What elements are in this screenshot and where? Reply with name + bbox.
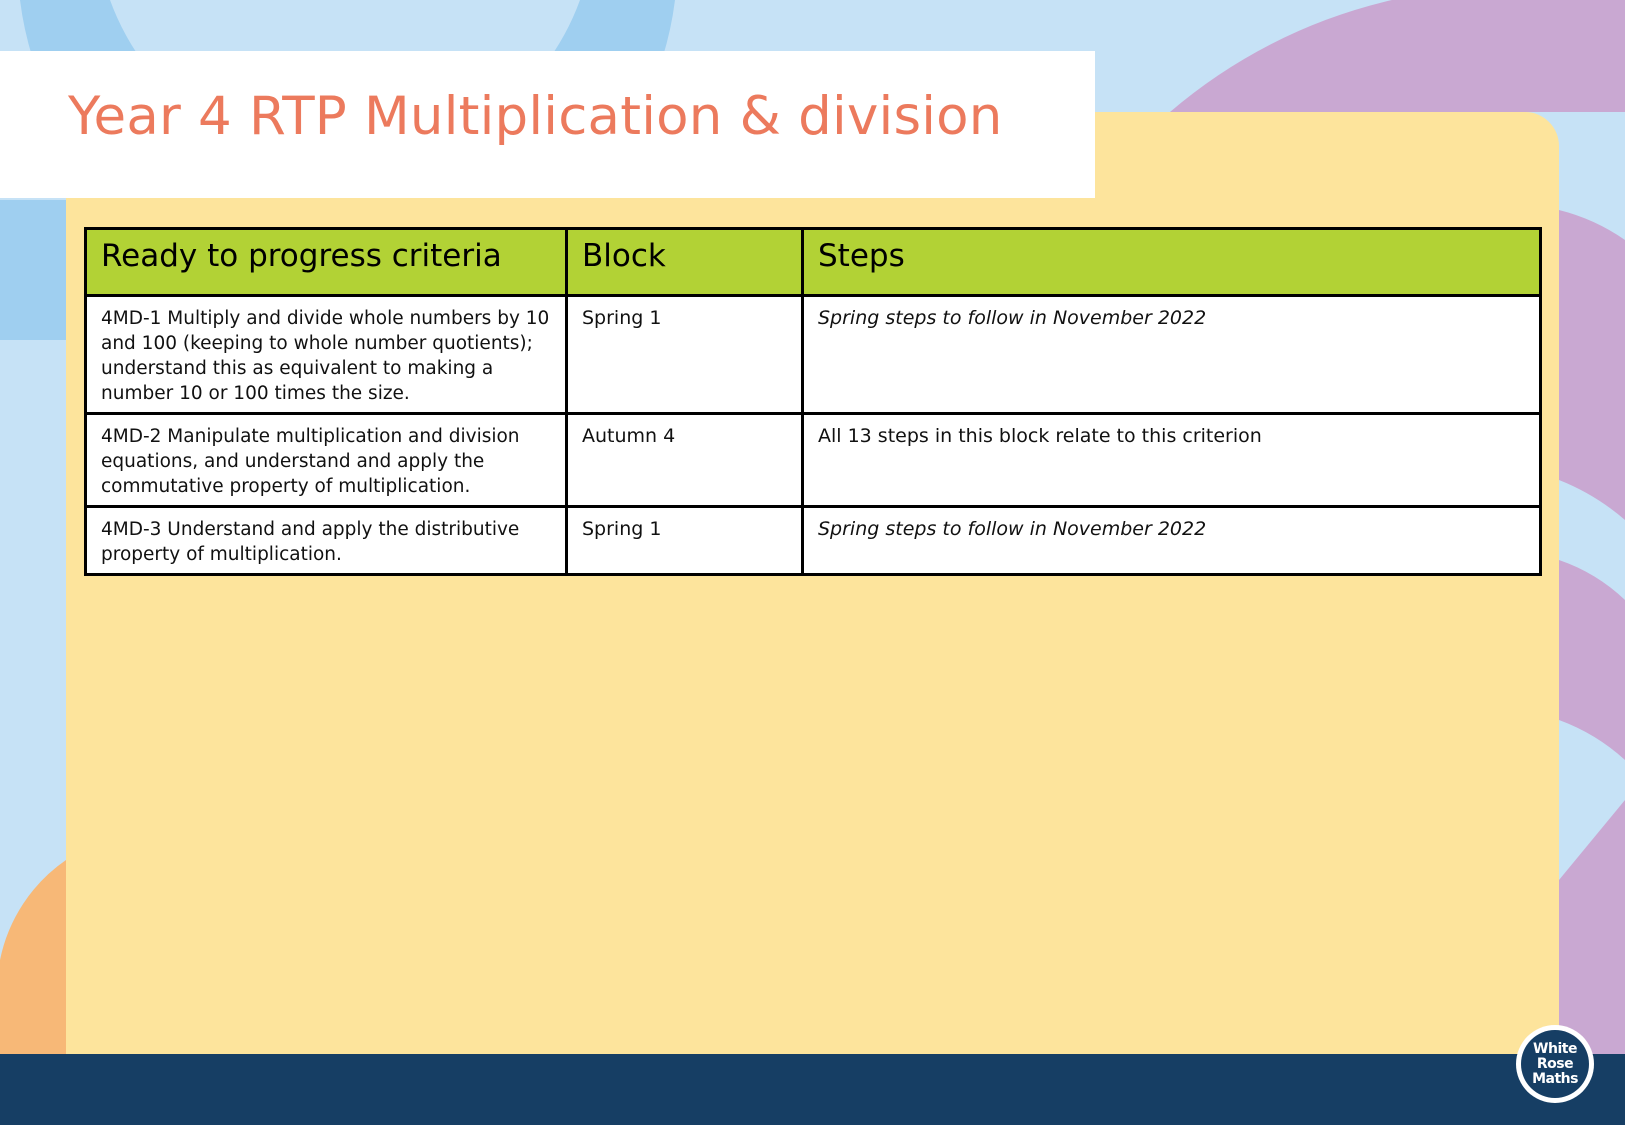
table-row: 4MD-1 Multiply and divide whole numbers … xyxy=(84,294,1542,415)
header-criteria: Ready to progress criteria xyxy=(84,227,568,297)
rtp-table: Ready to progress criteria Block Steps 4… xyxy=(84,227,1542,576)
criterion-cell: 4MD-1 Multiply and divide whole numbers … xyxy=(84,294,568,415)
header-block: Block xyxy=(565,227,804,297)
block-cell: Autumn 4 xyxy=(565,412,804,508)
purple-arc-top-right xyxy=(1170,0,1625,112)
header-steps: Steps xyxy=(801,227,1542,297)
footer-bar xyxy=(0,1054,1625,1125)
block-cell: Spring 1 xyxy=(565,294,804,415)
purple-arc-right-3 xyxy=(1559,800,1625,1054)
steps-cell: Spring steps to follow in November 2022 xyxy=(801,294,1542,415)
logo-badge: White Rose Maths xyxy=(1521,1030,1589,1098)
logo-line-3: Maths xyxy=(1532,1070,1578,1087)
logo-line-1: White xyxy=(1533,1040,1577,1057)
criterion-cell: 4MD-2 Manipulate multiplication and divi… xyxy=(84,412,568,508)
table-row: 4MD-2 Manipulate multiplication and divi… xyxy=(84,412,1542,508)
page-title: Year 4 RTP Multiplication & division xyxy=(68,86,1003,147)
steps-cell: All 13 steps in this block relate to thi… xyxy=(801,412,1542,508)
table-row: 4MD-3 Understand and apply the distribut… xyxy=(84,505,1542,576)
purple-arc-right-1 xyxy=(1559,210,1625,520)
logo-line-2: Rose xyxy=(1536,1055,1574,1072)
blue-arc-left xyxy=(0,200,70,340)
white-rose-maths-logo: White Rose Maths xyxy=(1516,1025,1594,1103)
block-cell: Spring 1 xyxy=(565,505,804,576)
criterion-cell: 4MD-3 Understand and apply the distribut… xyxy=(84,505,568,576)
orange-arc-bottom-left xyxy=(0,860,66,1054)
purple-arc-right-2 xyxy=(1559,560,1625,760)
table-header-row: Ready to progress criteria Block Steps xyxy=(84,227,1542,297)
title-banner xyxy=(0,51,1095,198)
steps-cell: Spring steps to follow in November 2022 xyxy=(801,505,1542,576)
